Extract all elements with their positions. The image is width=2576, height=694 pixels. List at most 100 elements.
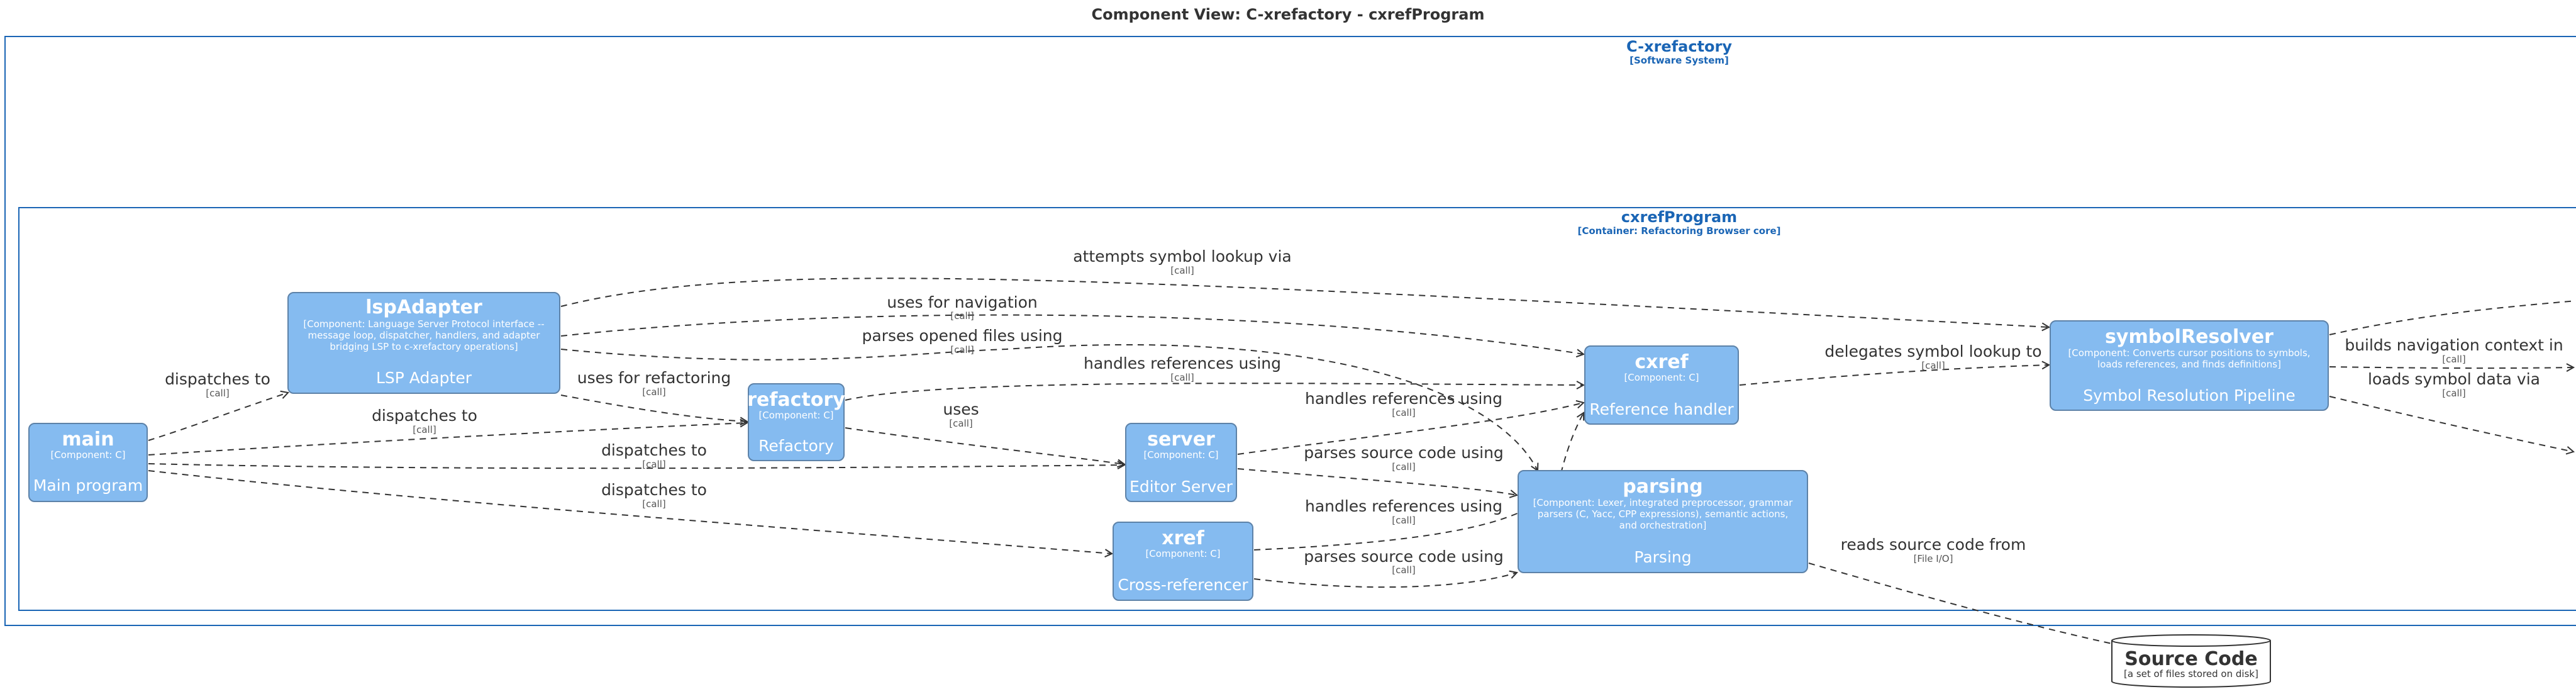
edge-lsp-symbolresolver	[560, 277, 2049, 327]
component-lspadapter-desc-2: message loop, dispatcher, handlers, and …	[308, 330, 541, 341]
rel-tech-main-lsp: [call]	[206, 388, 229, 399]
component-server-type: [Component: C]	[1143, 449, 1218, 461]
rel-label-main-lsp: dispatches to	[165, 370, 270, 388]
rel-label-xref-parsing: parses source code using	[1304, 547, 1504, 566]
component-cxref-name: cxref	[1635, 351, 1689, 373]
rel-tech-xref-cxref: [call]	[1392, 515, 1415, 526]
rel-label-symbolresolver-data: loads symbol data via	[2368, 370, 2540, 388]
component-refactory-label: Refactory	[758, 437, 834, 455]
component-lspadapter-desc-1: [Component: Language Server Protocol int…	[303, 318, 544, 330]
rel-tech-server-parsing: [call]	[1392, 461, 1415, 473]
component-lspadapter-label: LSP Adapter	[376, 369, 472, 387]
edge-parsing-sourcecode	[1808, 562, 2121, 646]
rel-label-lsp-cxref: uses for navigation	[887, 293, 1038, 311]
component-server-label: Editor Server	[1130, 478, 1233, 496]
component-parsing-desc-2: parsers (C, Yacc, CPP expressions), sema…	[1538, 508, 1788, 520]
relations	[148, 277, 2576, 646]
rel-tech-refactory-server: [call]	[949, 418, 972, 429]
system-boundary: C-xrefactory [Software System]	[4, 36, 2576, 626]
rel-tech-parsing-sourcecode: [File I/O]	[1914, 553, 1953, 564]
component-main-label: Main program	[33, 476, 143, 495]
edge-symbolresolver-out-1	[2329, 300, 2576, 335]
container-name: cxrefProgram	[1621, 208, 1737, 226]
component-xref-label: Cross-referencer	[1118, 576, 1248, 594]
component-symbolresolver-desc-1: [Component: Converts cursor positions to…	[2068, 347, 2310, 359]
edge-symbolresolver-out-3	[2329, 396, 2573, 452]
database-source-code[interactable]: Source Code [a set of files stored on di…	[2111, 634, 2271, 688]
rel-label-server-cxref: handles references using	[1305, 389, 1502, 408]
edge-main-refactory	[148, 423, 747, 456]
system-name: C-xrefactory	[1626, 38, 1732, 55]
rel-tech-main-refactory: [call]	[413, 424, 436, 435]
rel-tech-symbolresolver-nav: [call]	[2442, 354, 2465, 365]
edge-xref-parsing	[1253, 573, 1517, 588]
rel-tech-server-cxref: [call]	[1392, 407, 1415, 418]
container-boundary: cxrefProgram [Container: Refactoring Bro…	[18, 207, 2576, 611]
rel-tech-xref-parsing: [call]	[1392, 564, 1415, 576]
component-parsing-label: Parsing	[1634, 548, 1691, 566]
edge-refactory-server	[845, 427, 1124, 464]
component-refactory-name: refactory	[747, 389, 845, 411]
rel-label-refactory-cxref: handles references using	[1084, 354, 1281, 372]
edge-lsp-refactory	[560, 395, 747, 422]
edge-server-parsing	[1237, 468, 1517, 495]
component-symbolresolver-label: Symbol Resolution Pipeline	[2083, 386, 2296, 405]
rel-label-server-parsing: parses source code using	[1304, 444, 1504, 462]
edge-symbolresolver-out-2	[2329, 367, 2573, 368]
component-xref[interactable]: xref [Component: C] Cross-referencer	[1113, 522, 1253, 601]
rel-label-lsp-parsing: parses opened files using	[862, 327, 1062, 345]
rel-tech-refactory-cxref: [call]	[1170, 372, 1194, 383]
rel-tech-main-xref: [call]	[642, 498, 665, 510]
component-main-type: [Component: C]	[50, 449, 125, 461]
edge-cxref-symbolresolver	[1739, 365, 2049, 386]
component-parsing[interactable]: parsing [Component: Lexer, integrated pr…	[1518, 470, 1808, 573]
rel-tech-lsp-symbolresolver: [call]	[1170, 265, 1194, 276]
component-xref-name: xref	[1162, 527, 1204, 549]
relation-labels: attempts symbol lookup via [call] uses f…	[165, 247, 2563, 576]
rel-tech-main-server: [call]	[642, 459, 665, 470]
component-cxref[interactable]: cxref [Component: C] Reference handler	[1584, 345, 1739, 425]
component-symbolresolver-name: symbolResolver	[2105, 326, 2273, 348]
component-main-name: main	[62, 428, 114, 451]
container-type: [Container: Refactoring Browser core]	[1577, 225, 1780, 237]
rel-tech-cxref-symbolresolver: [call]	[1921, 360, 1945, 371]
rel-label-xref-cxref: handles references using	[1305, 497, 1502, 515]
rel-label-symbolresolver-nav: builds navigation context in	[2345, 336, 2563, 354]
component-refactory-type: [Component: C]	[758, 410, 833, 421]
rel-label-cxref-symbolresolver: delegates symbol lookup to	[1824, 342, 2041, 361]
system-type: [Software System]	[1629, 55, 1729, 66]
component-refactory[interactable]: refactory [Component: C] Refactory	[747, 383, 845, 461]
component-lspadapter-desc-3: bridging LSP to c-xrefactory operations]	[330, 341, 518, 352]
rel-label-parsing-sourcecode: reads source code from	[1841, 535, 2026, 554]
component-symbolresolver[interactable]: symbolResolver [Component: Converts curs…	[2050, 320, 2329, 411]
component-server-name: server	[1147, 428, 1215, 451]
rel-label-refactory-server: uses	[943, 400, 979, 418]
edge-main-xref	[148, 470, 1112, 554]
rel-tech-lsp-refactory: [call]	[642, 386, 665, 398]
edge-lsp-cxref	[560, 314, 1584, 354]
component-server[interactable]: server [Component: C] Editor Server	[1125, 423, 1237, 502]
component-xref-type: [Component: C]	[1145, 548, 1220, 559]
edge-main-server	[148, 464, 1124, 468]
rel-tech-lsp-cxref: [call]	[950, 310, 974, 322]
database-name: Source Code	[2124, 648, 2257, 670]
rel-tech-symbolresolver-data: [call]	[2442, 388, 2465, 399]
component-main[interactable]: main [Component: C] Main program	[28, 423, 148, 502]
rel-label-lsp-symbolresolver: attempts symbol lookup via	[1073, 247, 1292, 266]
component-parsing-name: parsing	[1623, 476, 1703, 498]
component-parsing-desc-1: [Component: Lexer, integrated preprocess…	[1533, 497, 1794, 508]
database-desc: [a set of files stored on disk]	[2124, 668, 2258, 680]
component-symbolresolver-desc-2: loads references, and finds definitions]	[2097, 359, 2281, 370]
component-parsing-desc-3: and orchestration]	[1619, 520, 1707, 531]
rel-label-main-refactory: dispatches to	[372, 406, 477, 425]
edge-refactory-cxref	[845, 383, 1584, 401]
rel-label-lsp-refactory: uses for refactoring	[577, 369, 731, 387]
component-lspadapter[interactable]: lspAdapter [Component: Language Server P…	[287, 292, 560, 394]
rel-label-main-server: dispatches to	[601, 441, 707, 459]
edge-lsp-parsing	[560, 344, 1538, 471]
edge-server-cxref	[1237, 403, 1584, 455]
rel-tech-lsp-parsing: [call]	[950, 344, 974, 355]
edge-main-lsp	[148, 393, 288, 441]
component-cxref-type: [Component: C]	[1624, 372, 1699, 383]
